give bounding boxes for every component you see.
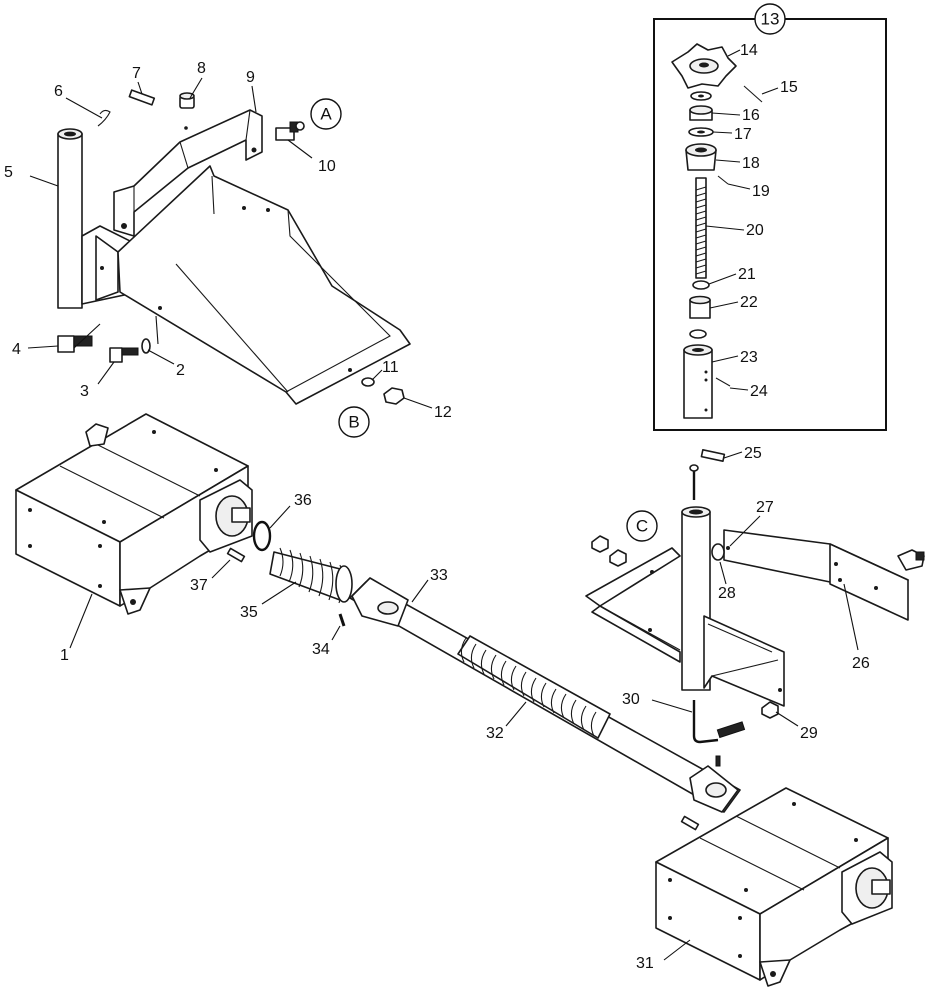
tube-23 <box>683 344 713 419</box>
snap-ring-36: 36 <box>252 492 312 552</box>
label-11: 11 <box>382 359 399 376</box>
right-gearbox: 31 <box>636 787 893 987</box>
label-21: 21 <box>738 266 756 283</box>
label-35: 35 <box>240 604 258 621</box>
label-34: 34 <box>312 641 330 658</box>
label-18: 18 <box>742 155 760 172</box>
label-14: 14 <box>740 42 758 59</box>
upper-bracket <box>113 109 263 237</box>
label-29: 29 <box>800 725 818 742</box>
bellows-35: 35 <box>240 547 353 621</box>
label-4: 4 <box>12 341 21 358</box>
left-mount-assembly: 5 6 7 8 9 10 4 3 2 11 12 A B <box>4 60 452 438</box>
label-3: 3 <box>80 383 89 400</box>
carriage-frame <box>117 165 411 405</box>
shaft-key <box>680 815 700 831</box>
vertical-post <box>57 128 83 309</box>
grease-fitting-10 <box>275 121 305 141</box>
label-33: 33 <box>430 567 448 584</box>
label-12: 12 <box>434 404 452 421</box>
label-8: 8 <box>197 60 206 77</box>
set-screw-34: 34 <box>312 613 346 658</box>
threaded-rod <box>695 177 707 279</box>
star-knob <box>671 43 737 89</box>
detail-box-13: 13 <box>653 3 887 431</box>
drive-shaft: 33 32 <box>349 567 741 813</box>
label-36: 36 <box>294 492 312 509</box>
grease-fitting-right <box>897 549 925 571</box>
left-gearbox: 1 <box>15 413 253 664</box>
label-10: 10 <box>318 158 336 175</box>
label-22: 22 <box>740 294 758 311</box>
label-24: 24 <box>750 383 768 400</box>
key-37: 37 <box>190 547 246 594</box>
label-23: 23 <box>740 349 758 366</box>
callout-c: C <box>636 517 648 536</box>
label-16: 16 <box>742 107 760 124</box>
label-19: 19 <box>752 183 770 200</box>
callout-a-circle <box>310 98 342 130</box>
callout-a: A <box>320 105 332 124</box>
label-13: 13 <box>761 10 780 29</box>
right-mount-assembly: 25 28 <box>585 445 925 744</box>
bolt-3 <box>109 347 139 363</box>
label-31: 31 <box>636 955 654 972</box>
label-1: 1 <box>60 647 69 664</box>
label-17: 17 <box>734 126 752 143</box>
callout-b: B <box>348 413 359 432</box>
label-25: 25 <box>744 445 762 462</box>
label-6: 6 <box>54 83 63 100</box>
callout-b-circle <box>338 406 370 438</box>
label-32: 32 <box>486 725 504 742</box>
label-30: 30 <box>622 691 640 708</box>
label-7: 7 <box>132 65 141 82</box>
label-5: 5 <box>4 164 13 181</box>
label-9: 9 <box>246 69 255 86</box>
bolt-4 <box>57 335 93 353</box>
bent-rod-30: 30 <box>622 691 746 744</box>
label-15: 15 <box>780 79 798 96</box>
label-2: 2 <box>176 362 185 379</box>
label-37: 37 <box>190 577 208 594</box>
label-20: 20 <box>746 222 764 239</box>
label-27: 27 <box>756 499 774 516</box>
label-28: 28 <box>718 585 736 602</box>
detail-13-callout <box>754 3 786 35</box>
callout-c-circle <box>626 510 658 542</box>
label-26: 26 <box>852 655 870 672</box>
